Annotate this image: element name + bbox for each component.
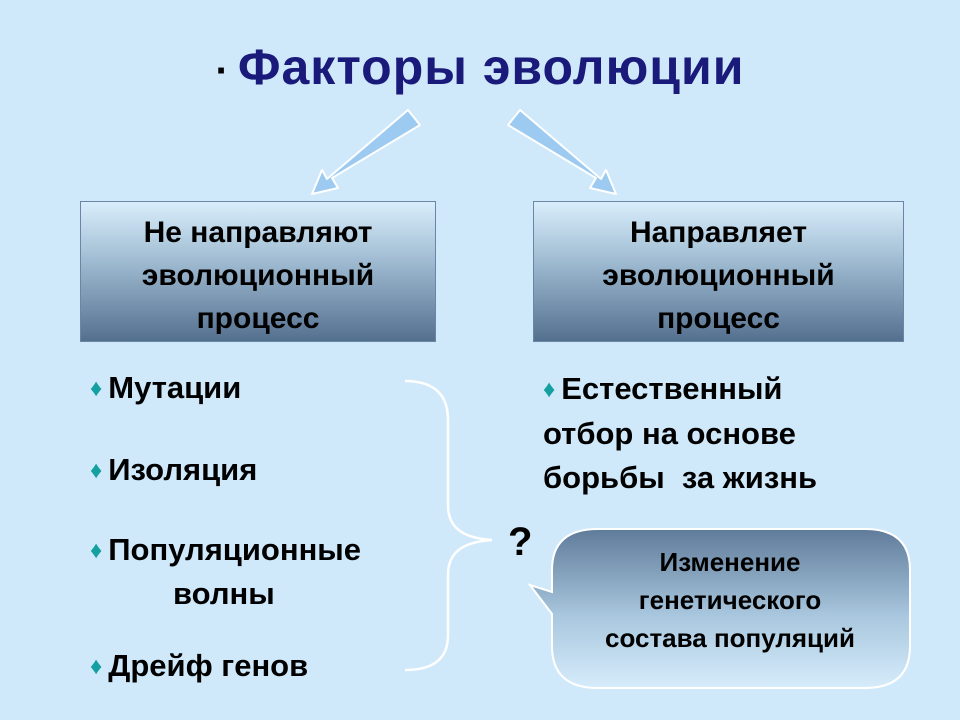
box-right-line-1: Направляет <box>629 216 808 249</box>
list-item-label: волны <box>173 576 275 611</box>
box-left-line-2: эволюционный <box>141 259 375 292</box>
natural-selection-line-3: борьбы за жизнь <box>543 460 818 495</box>
box-not-directing: Не направляют эволюционный процесс <box>80 201 436 342</box>
bubble-line-3: состава популяций <box>604 623 856 653</box>
list-item-label: Дрейф генов <box>108 648 309 683</box>
box-right-line-3: процесс <box>657 302 780 335</box>
arrow-left-icon <box>311 109 421 195</box>
list-item-label: Популяционные <box>108 532 362 567</box>
diamond-bullet-icon: ♦ <box>90 537 103 564</box>
diamond-bullet-icon: ♦ <box>90 653 103 680</box>
title-text: Факторы эволюции <box>237 39 745 95</box>
diamond-bullet-icon: ♦ <box>543 376 556 403</box>
bubble-text: Изменение генетического состава популяци… <box>552 543 908 657</box>
box-left-line-1: Не направляют <box>143 216 373 249</box>
arrow-right-icon <box>507 109 617 195</box>
list-item-population-waves: ♦Популяционные <box>90 530 361 571</box>
box-left-line-3: процесс <box>196 302 320 335</box>
natural-selection-line-2: отбор на основе <box>543 416 796 451</box>
box-right-line-2: эволюционный <box>602 259 835 292</box>
diamond-bullet-icon: ♦ <box>90 457 103 484</box>
title-bullet: · <box>215 49 230 93</box>
list-item-isolation: ♦Изоляция <box>90 450 257 491</box>
list-item-gene-drift: ♦Дрейф генов <box>90 646 308 687</box>
list-item-population-waves-cont: волны <box>173 574 275 614</box>
list-item-mutations: ♦Мутации <box>90 368 241 409</box>
page-title: ·Факторы эволюции <box>0 38 960 96</box>
box-directing: Направляет эволюционный процесс <box>533 201 904 342</box>
bubble-line-2: генетического <box>638 585 822 615</box>
question-mark: ? <box>508 520 533 564</box>
diamond-bullet-icon: ♦ <box>90 375 103 402</box>
bubble-line-1: Изменение <box>659 547 801 577</box>
list-item-label: Изоляция <box>108 452 258 487</box>
list-item-label: Мутации <box>108 370 242 405</box>
curly-brace <box>404 379 493 672</box>
natural-selection-line-1: Естественный <box>561 371 783 406</box>
list-item-natural-selection: ♦Естественный отбор на основе борьбы за … <box>543 367 817 500</box>
